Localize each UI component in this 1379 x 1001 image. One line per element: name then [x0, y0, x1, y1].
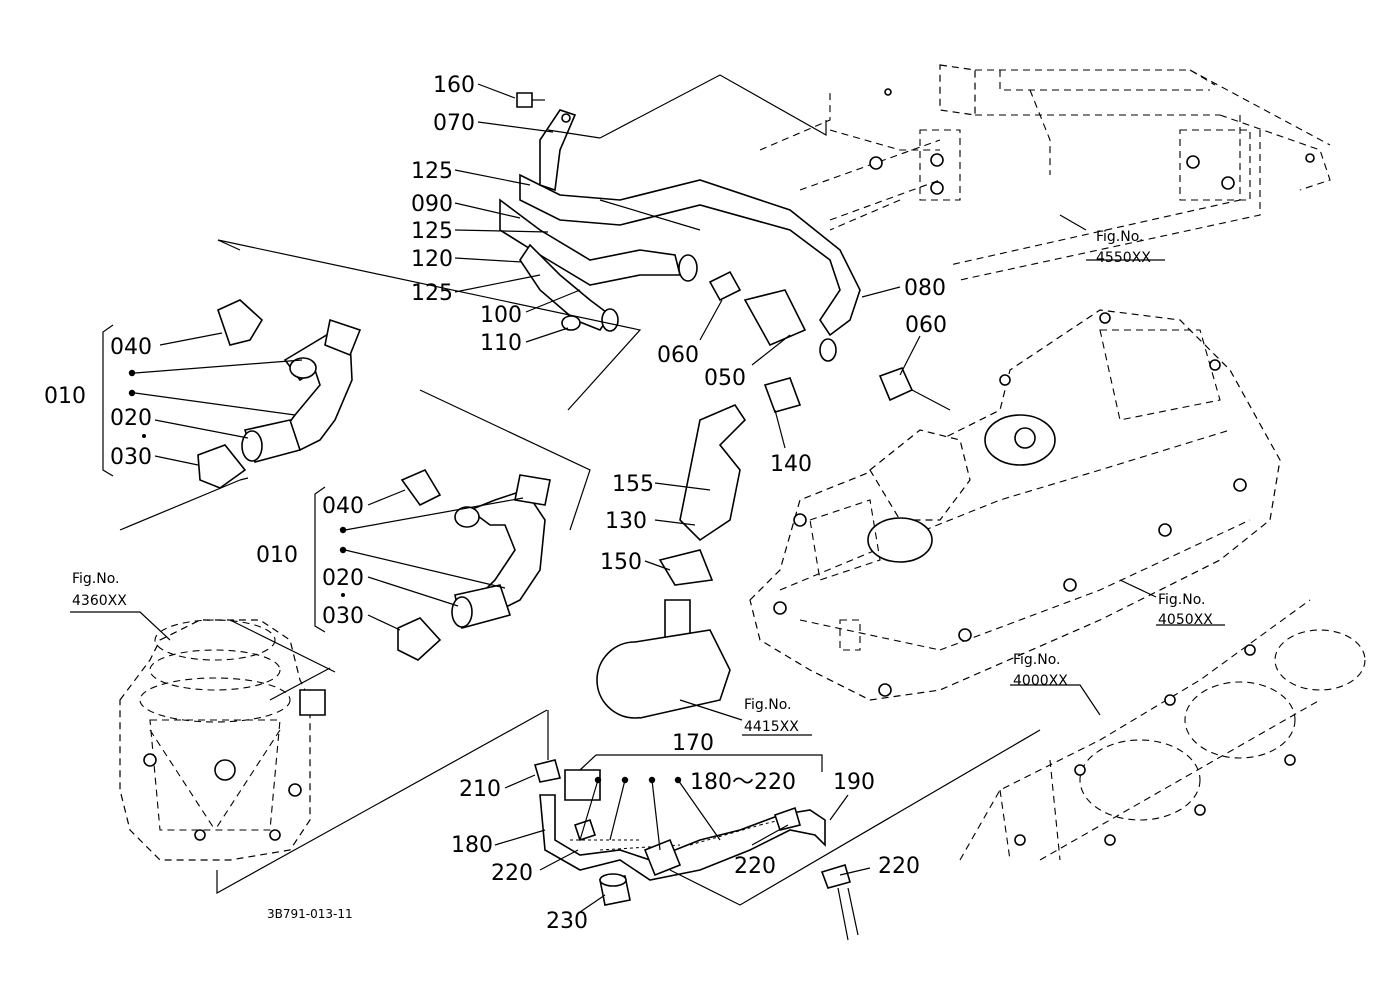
part-label-160[interactable]: 160	[433, 73, 475, 98]
part-label-010[interactable]: 010	[44, 384, 86, 409]
fig-ref-4000-number[interactable]: 4000XX	[1013, 673, 1068, 689]
part-label-090[interactable]: 090	[411, 192, 453, 217]
engine-block	[959, 599, 1366, 861]
pipe-assembly	[499, 92, 951, 719]
drawing-code: 3B791-013-11	[267, 907, 353, 921]
fig-ref-4415-number[interactable]: 4415XX	[744, 719, 799, 735]
assembly-outlines	[119, 74, 1041, 906]
part-label-040[interactable]: 040	[322, 494, 364, 519]
leader-lines	[70, 83, 1225, 913]
part-label-190[interactable]: 190	[833, 770, 875, 795]
fig-ref-4050-number[interactable]: 4050XX	[1158, 612, 1213, 628]
part-label-060[interactable]: 060	[657, 343, 699, 368]
part-label-080[interactable]: 080	[904, 276, 946, 301]
part-label-150[interactable]: 150	[600, 550, 642, 575]
fig-ref-4550-number[interactable]: 4550XX	[1096, 250, 1151, 266]
part-label-180[interactable]: 180	[451, 833, 493, 858]
part-label-170[interactable]: 170	[672, 731, 714, 756]
part-labels: 160 070 125 090 125 120 125 100 110 080 …	[44, 73, 947, 934]
part-label-060[interactable]: 060	[905, 313, 947, 338]
hose-set-upper	[197, 299, 362, 489]
part-label-120[interactable]: 120	[411, 247, 453, 272]
part-label-125[interactable]: 125	[411, 159, 453, 184]
part-label-040[interactable]: 040	[110, 335, 152, 360]
part-label-030[interactable]: 030	[110, 445, 152, 470]
figure-references: Fig.No. 4550XX Fig.No. 4050XX Fig.No. 40…	[72, 229, 1213, 735]
fig-ref-4360-number[interactable]: 4360XX	[72, 593, 127, 609]
part-label-125[interactable]: 125	[411, 281, 453, 306]
fig-ref-4550-title: Fig.No.	[1096, 229, 1144, 245]
lower-pipe	[533, 759, 859, 941]
filter-housing	[119, 619, 326, 861]
part-label-220[interactable]: 220	[491, 861, 533, 886]
valve-cover	[749, 309, 1281, 701]
fig-ref-4415-title: Fig.No.	[744, 697, 792, 713]
part-label-100[interactable]: 100	[480, 303, 522, 328]
part-label-010[interactable]: 010	[256, 543, 298, 568]
part-label-130[interactable]: 130	[605, 509, 647, 534]
part-label-020[interactable]: 020	[110, 406, 152, 431]
part-label-230[interactable]: 230	[546, 909, 588, 934]
part-label-220[interactable]: 220	[878, 854, 920, 879]
part-label-070[interactable]: 070	[433, 111, 475, 136]
hose-set-lower	[397, 468, 551, 661]
part-label-140[interactable]: 140	[770, 452, 812, 477]
frame-assembly	[759, 64, 1331, 281]
part-label-180-220[interactable]: 180～220	[690, 770, 796, 795]
part-label-155[interactable]: 155	[612, 472, 654, 497]
set-member-bullets	[128, 369, 682, 784]
fig-ref-4360-title: Fig.No.	[72, 571, 120, 587]
fig-ref-4050-title: Fig.No.	[1158, 592, 1206, 608]
part-label-020[interactable]: 020	[322, 566, 364, 591]
part-label-210[interactable]: 210	[459, 777, 501, 802]
part-label-050[interactable]: 050	[704, 366, 746, 391]
part-label-220[interactable]: 220	[734, 854, 776, 879]
part-label-125[interactable]: 125	[411, 219, 453, 244]
part-label-110[interactable]: 110	[480, 331, 522, 356]
fig-ref-4000-title: Fig.No.	[1013, 652, 1061, 668]
part-label-030[interactable]: 030	[322, 604, 364, 629]
